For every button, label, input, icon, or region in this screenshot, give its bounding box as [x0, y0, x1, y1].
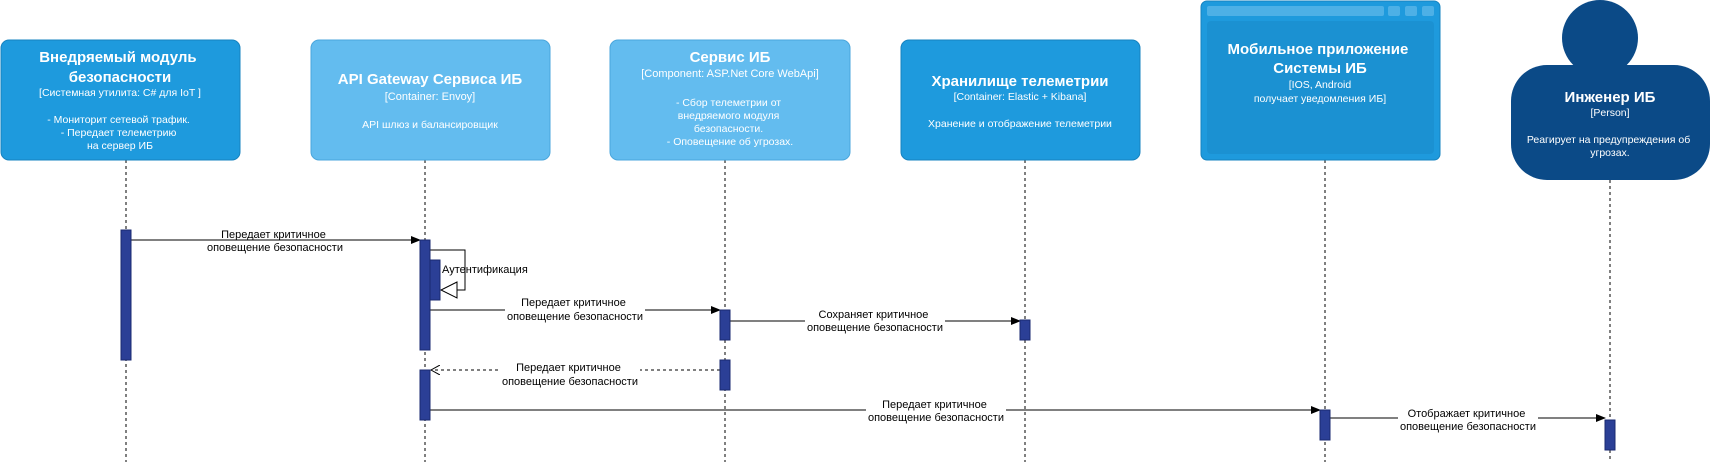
svg-text:Мобильное приложение Сис: Мобильное приложение Системы ИБ — [1228, 41, 1413, 77]
svg-text:Передает критичное опове: Передает критичное оповещение безопаснос… — [207, 229, 343, 254]
message-label: оповещение безопасности — [807, 322, 943, 334]
participant-box — [609, 39, 851, 161]
participant-title: Сервис ИБ — [690, 49, 771, 66]
message-label: оповещение безопасности — [502, 376, 638, 388]
participant-security-module[interactable]: Внедряемый модуль безопасности [Системна… — [0, 39, 241, 161]
participant-ib-engineer[interactable]: Инженер ИБ [Person] Реагирует на предупр… — [1511, 0, 1710, 180]
participant-title: Системы ИБ — [1273, 60, 1367, 77]
activation-bar — [1319, 409, 1331, 441]
window-button-icon — [1422, 6, 1434, 16]
message-label-bg — [866, 397, 1006, 425]
self-call-arrowhead — [439, 281, 458, 299]
participant-tech: [Системная утилита: C# для IoT ] — [39, 87, 201, 99]
window-button-icon — [1388, 6, 1400, 16]
message-label: Сохраняет критичное — [819, 309, 929, 321]
svg-text:Сервис ИБ: Сервис ИБ — [690, 49, 771, 66]
message-label: оповещение безопасности — [1400, 421, 1536, 433]
participant-title: Инженер ИБ — [1565, 89, 1656, 106]
participant-telemetry-storage[interactable]: Хранилище телеметрии [Container: Elastic… — [900, 39, 1141, 161]
activations — [120, 229, 1616, 451]
message-label: Передает критичное — [882, 399, 987, 411]
activation-bar — [419, 369, 431, 421]
participant-description: Реагирует на предупреждения об — [1527, 134, 1690, 146]
participant-tech: [Container: Elastic + Kibana] — [954, 91, 1087, 103]
message-label-bg — [500, 358, 640, 386]
svg-text:Сохраняет критичное опов: Сохраняет критичное оповещение безопасно… — [807, 309, 943, 334]
window-content-area — [1207, 21, 1434, 154]
svg-text:Передает критичное опове: Передает критичное оповещение безопаснос… — [507, 297, 643, 323]
participant-description: на сервер ИБ — [87, 140, 153, 152]
participant-title: Мобильное приложение — [1228, 41, 1409, 58]
participant-mobile-app[interactable]: Мобильное приложение Системы ИБ [IOS, An… — [1200, 0, 1441, 161]
window-title-bar — [1207, 6, 1384, 16]
message-label: Аутентификация — [442, 264, 528, 276]
svg-text:- Мониторит сетевой трафик.: - Мониторит сетевой трафик. - Передает т… — [47, 114, 193, 152]
participant-description: - Оповещение об угрозах. — [667, 136, 793, 148]
message-label: Передает критичное — [516, 362, 621, 374]
participant-description: получает уведомления ИБ] — [1254, 93, 1386, 105]
svg-text:Реагирует на предупреждения об: Реагирует на предупреждения об угрозах. — [1527, 134, 1693, 159]
participant-description: API шлюз и балансировщик — [362, 119, 498, 131]
svg-text:Внедряемый модуль безопа: Внедряемый модуль безопасности — [39, 49, 201, 86]
activation-bar — [1604, 419, 1616, 451]
participant-tech: [Component: ASP.Net Core WebApi] — [641, 68, 819, 80]
message-label: оповещение безопасности — [207, 242, 343, 254]
participant-box — [310, 39, 551, 161]
message-label: оповещение безопасности — [507, 311, 643, 323]
person-body — [1511, 65, 1710, 180]
svg-text:Отображает критичное опо: Отображает критичное оповещение безопасн… — [1400, 408, 1536, 433]
message-label-bg — [1398, 405, 1538, 433]
messages: Передает критичное оповещение безопаснос… — [131, 229, 1606, 433]
participant-box — [900, 39, 1141, 161]
svg-text:Передает критичное опове: Передает критичное оповещение безопаснос… — [868, 399, 1004, 424]
svg-text:Аутентификация: Аутентификация — [442, 264, 528, 276]
participant-tech: [IOS, Android — [1289, 79, 1352, 91]
participant-tech: [Container: Envoy] — [385, 91, 476, 103]
message-label: оповещение безопасности — [868, 412, 1004, 424]
participant-description: - Передает телеметрию — [61, 127, 177, 139]
svg-text:- Сбор телеметрии от вне: - Сбор телеметрии от внедряемого модуля … — [667, 97, 793, 148]
participant-description: Хранение и отображение телеметрии — [928, 118, 1112, 130]
participant-box — [0, 39, 241, 161]
svg-text:Хранилище телеметрии: Хранилище телеметрии — [931, 73, 1108, 90]
message-label: Передает критичное — [521, 297, 626, 309]
participant-title: безопасности — [69, 69, 172, 86]
svg-text:Инженер ИБ: Инженер ИБ — [1565, 89, 1656, 106]
window-button-icon — [1405, 6, 1417, 16]
message-label-bg — [805, 307, 945, 335]
participant-description: - Сбор телеметрии от — [676, 97, 781, 109]
participant-description: внедряемого модуля — [678, 110, 780, 122]
activation-bar — [429, 259, 441, 301]
activation-bar — [1019, 319, 1031, 341]
person-head-icon — [1562, 0, 1638, 76]
svg-text:API шлюз и балансировщик: API шлюз и балансировщик — [362, 119, 498, 131]
participant-api-gateway[interactable]: API Gateway Сервиса ИБ [Container: Envoy… — [310, 39, 551, 161]
participant-tech: [Person] — [1590, 107, 1629, 119]
participant-description: - Мониторит сетевой трафик. — [47, 114, 190, 126]
message-label: Отображает критичное — [1408, 408, 1526, 420]
activation-bar — [120, 229, 132, 361]
activation-bar — [719, 359, 731, 391]
message-label: Передает критичное — [221, 229, 326, 241]
participant-description: безопасности. — [694, 123, 763, 135]
participant-title: Внедряемый модуль — [39, 49, 196, 66]
participant-ib-service[interactable]: Сервис ИБ [Component: ASP.Net Core WebAp… — [609, 39, 851, 161]
participant-title: Хранилище телеметрии — [931, 73, 1108, 90]
message-label-bg — [505, 296, 645, 324]
svg-text:API Gateway Сервиса ИБ: API Gateway Сервиса ИБ — [338, 71, 523, 88]
svg-text:Передает критичное опове: Передает критичное оповещение безопаснос… — [502, 362, 638, 388]
participant-description: угрозах. — [1590, 147, 1629, 159]
svg-text:получает уведомления ИБ]: получает уведомления ИБ] — [1254, 93, 1386, 105]
participant-title: API Gateway Сервиса ИБ — [338, 71, 523, 88]
activation-bar — [719, 309, 731, 341]
svg-text:Хранение и отображение телемет: Хранение и отображение телеметрии — [928, 118, 1112, 130]
activation-bar — [419, 239, 431, 351]
